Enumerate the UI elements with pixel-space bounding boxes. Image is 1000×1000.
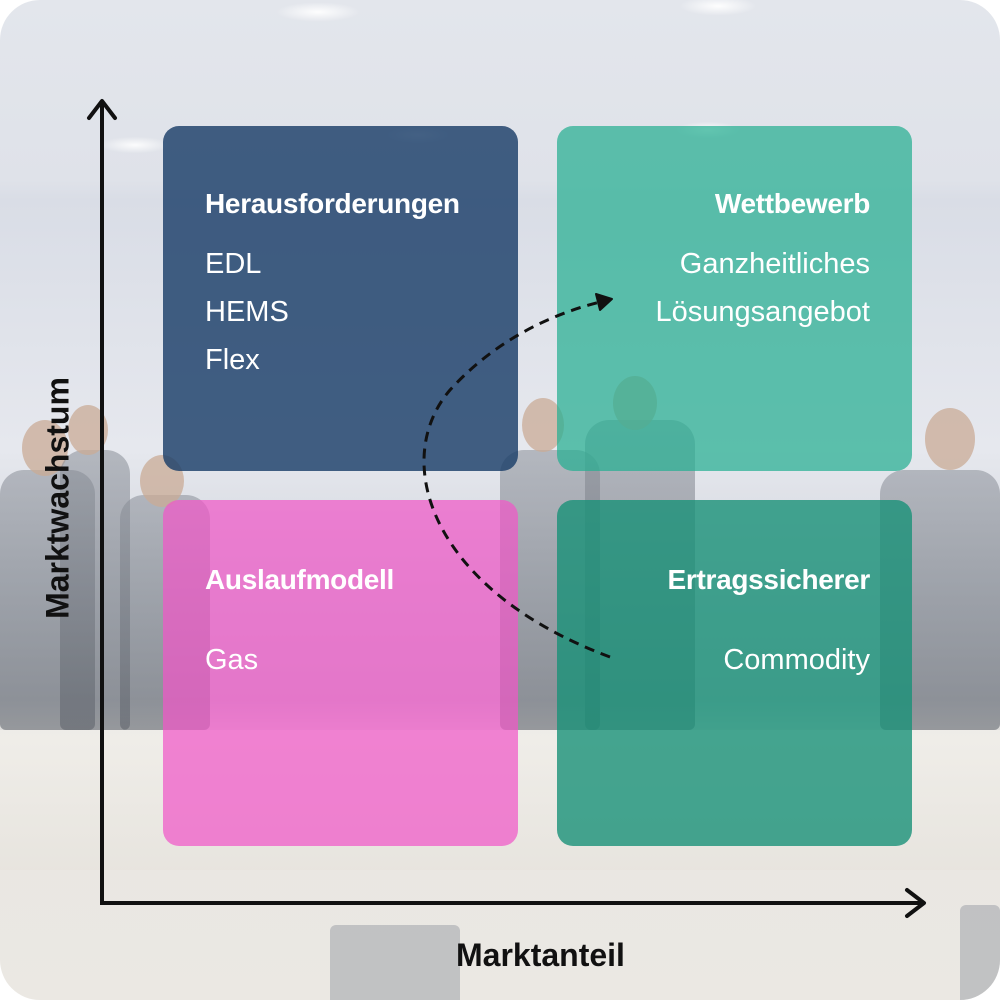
background-person <box>60 450 130 730</box>
quadrant-title: Herausforderungen <box>205 188 460 219</box>
transition-arrowhead-icon <box>595 293 613 311</box>
quadrant-title: Auslaufmodell <box>205 564 395 595</box>
quadrant-title: Ertragssicherer <box>667 564 870 595</box>
quadrant-item: EDL <box>205 248 262 280</box>
quadrant-wettbewerb: Wettbewerb Ganzheitliches Lösungsangebot <box>557 126 912 471</box>
quadrant-auslaufmodell: Auslaufmodell Gas <box>163 500 518 846</box>
quadrant-items: EDL HEMS Flex <box>205 240 476 384</box>
transition-arrow <box>422 300 611 659</box>
quadrant-herausforderungen: Herausforderungen EDL HEMS Flex <box>163 126 518 471</box>
quadrant-title: Wettbewerb <box>714 188 870 219</box>
quadrant-items: Commodity <box>599 636 870 684</box>
quadrant-ertragssicherer: Ertragssicherer Commodity <box>557 500 912 846</box>
quadrant-item: Lösungsangebot <box>655 296 870 328</box>
quadrant-item: Commodity <box>723 644 870 676</box>
background-person-head <box>925 408 975 470</box>
x-axis-arrowhead-icon <box>905 888 926 918</box>
y-axis-label: Marktwachstum <box>39 377 76 619</box>
background-chair <box>960 905 1000 1000</box>
quadrant-item: Gas <box>205 644 259 676</box>
x-axis-label: Marktanteil <box>456 937 625 973</box>
quadrant-items: Ganzheitliches Lösungsangebot <box>599 240 870 336</box>
quadrant-item: Ganzheitliches <box>679 248 870 280</box>
quadrant-item: Flex <box>205 344 260 376</box>
quadrant-items: Gas <box>205 636 476 684</box>
background-chair <box>330 925 460 1000</box>
quadrant-item: HEMS <box>205 296 289 328</box>
y-axis-arrowhead-icon <box>87 99 117 120</box>
